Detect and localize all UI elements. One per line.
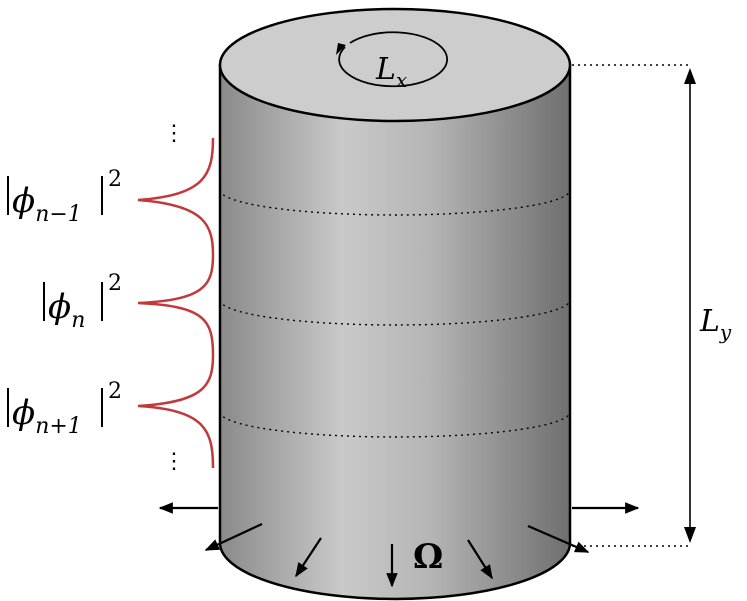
cylinder-top — [218, 7, 572, 123]
circulation-arrow — [338, 31, 449, 88]
omega-label: Ω — [413, 537, 443, 577]
outward-arrow-mid-left — [295, 537, 322, 578]
height-arrow-top-head — [684, 68, 696, 84]
height-label: Ly — [699, 304, 732, 344]
outward-arrow-bottom-right — [527, 524, 590, 554]
height-arrow-bottom-head — [684, 527, 696, 543]
outward-arrow-bottom-left — [204, 523, 263, 551]
state-label-n: ϕn 2 — [43, 271, 122, 333]
ellipsis-bottom: ⋮ — [163, 449, 185, 474]
slice-line-3 — [219, 411, 571, 438]
slice-line-2 — [219, 299, 571, 326]
wavefunction-curve — [137, 137, 215, 469]
ellipsis-top: ⋮ — [163, 121, 185, 146]
svg-text:ϕn−1: ϕn−1 — [12, 181, 82, 227]
outward-arrow-mid-right — [467, 539, 493, 580]
svg-text:ϕn: ϕn — [48, 287, 85, 333]
svg-text:2: 2 — [108, 167, 122, 192]
svg-text:2: 2 — [108, 379, 122, 404]
svg-text:2: 2 — [108, 271, 122, 296]
svg-text:ϕn+1: ϕn+1 — [12, 393, 82, 439]
slice-line-1 — [219, 189, 571, 216]
state-label-n-minus-1: ϕn−1 2 — [7, 167, 122, 227]
state-label-n-plus-1: ϕn+1 2 — [7, 379, 122, 439]
circulation-label: Lx — [375, 52, 407, 92]
cylinder-body — [218, 63, 572, 601]
circulation-arrow-head — [336, 43, 346, 55]
